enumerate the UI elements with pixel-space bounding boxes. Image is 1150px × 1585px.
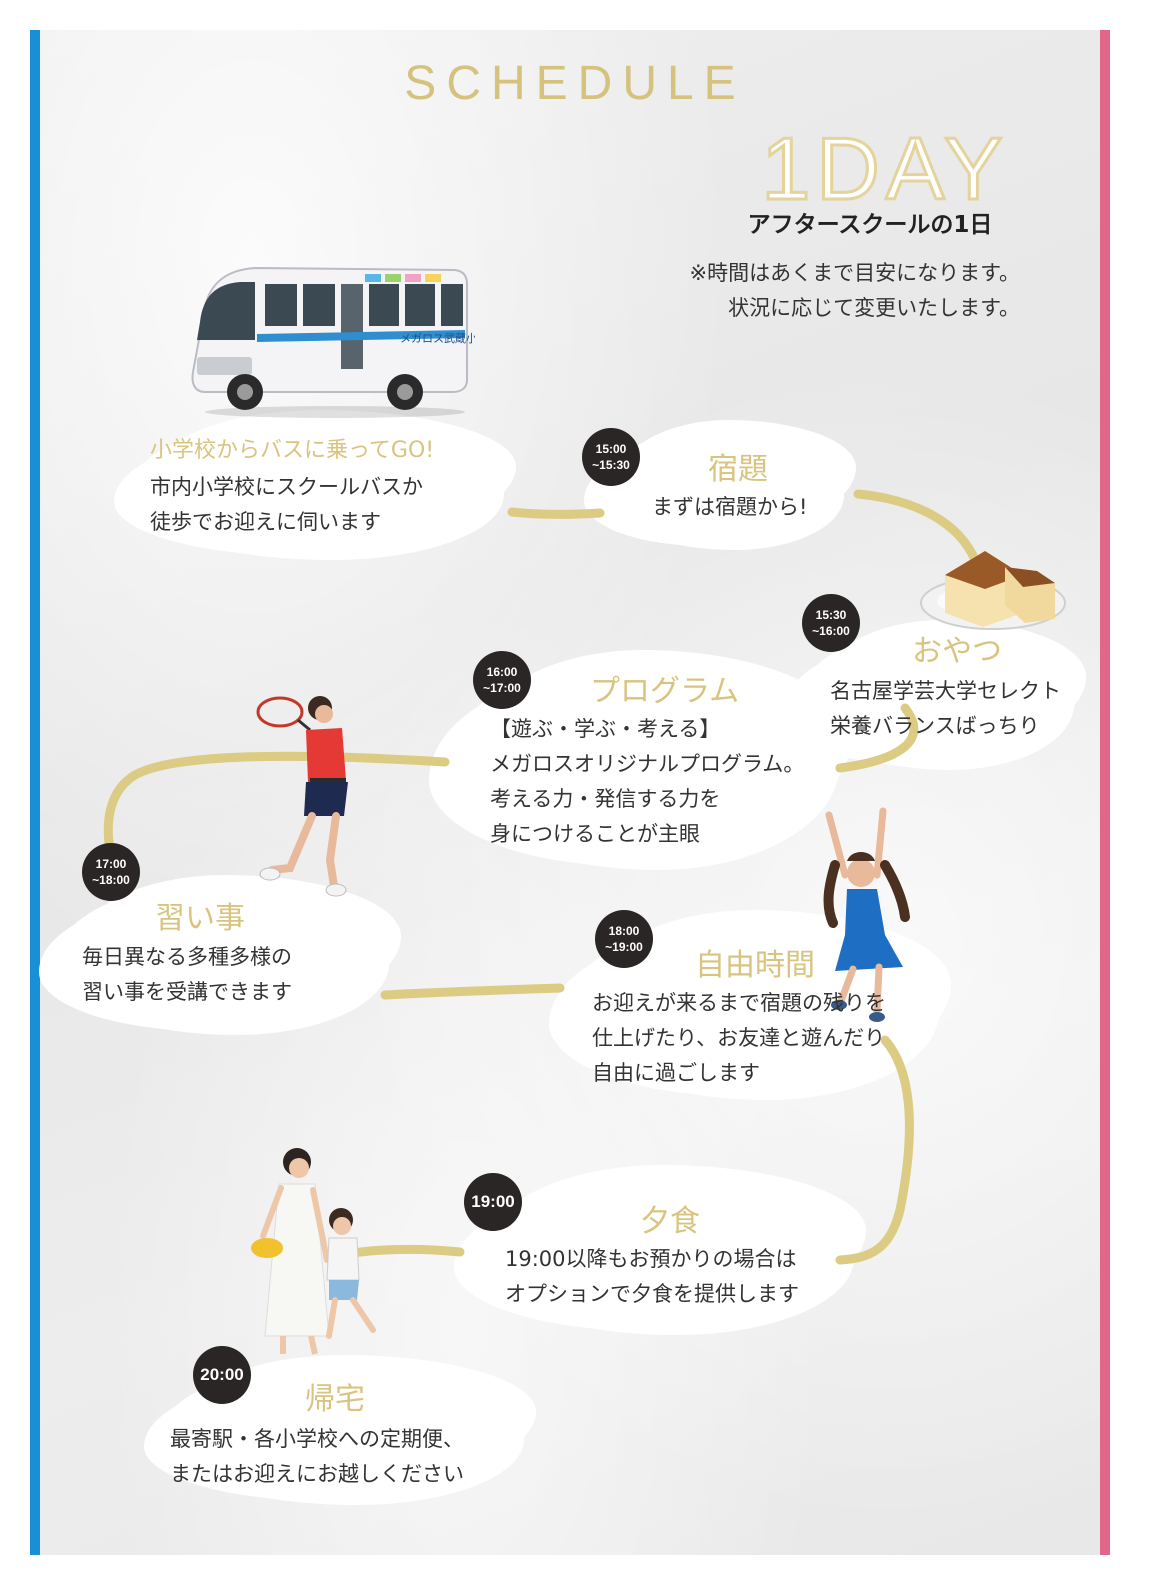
text-line: 考える力・発信する力を — [490, 787, 721, 811]
time-start: 15:30 — [815, 608, 847, 622]
time-end: ~15:30 — [592, 458, 630, 472]
text-line: 仕上げたり、お友達と遊んだり — [592, 1026, 886, 1050]
school-bus-image: メガロス武蔵小金井 — [191, 266, 475, 418]
time-start: 19:00 — [471, 1192, 515, 1211]
heading-free-time: 自由時間 — [695, 948, 815, 983]
mother-and-child-image — [251, 1148, 376, 1355]
cloud-snack — [800, 630, 1070, 760]
text-line: 名古屋学芸大学セレクト — [830, 679, 1061, 703]
text-free-time: お迎えが来るまで宿題の残りを 仕上げたり、お友達と遊んだり 自由に過ごします — [592, 986, 886, 1091]
text-line: 最寄駅・各小学校への定期便、 — [170, 1427, 464, 1451]
castella-cake-image — [920, 551, 1066, 630]
text-line: 毎日異なる多種多様の — [82, 945, 292, 969]
time-start: 17:00 — [95, 857, 127, 871]
trail-segment — [507, 507, 605, 519]
text-line: オプションで夕食を提供します — [505, 1282, 799, 1306]
right-accent-bar — [1100, 30, 1110, 1555]
text-line: まずは宿題から! — [652, 495, 808, 519]
text-program: 【遊ぶ・学ぶ・考える】 メガロスオリジナルプログラム。 考える力・発信する力を … — [490, 712, 804, 852]
time-end: ~18:00 — [92, 873, 130, 887]
cloud-homework — [600, 430, 840, 540]
page-title: SCHEDULE — [404, 57, 746, 110]
bus-description: 市内小学校にスクールバスか 徒歩でお迎えに伺います — [150, 470, 423, 540]
note-line: ※時間はあくまで目安になります。 — [689, 261, 1021, 285]
time-start: 15:00 — [595, 442, 627, 456]
text-snack: 名古屋学芸大学セレクト 栄養バランスばっちり — [830, 674, 1061, 744]
jumping-girl-image — [823, 807, 910, 1022]
text-line: 習い事を受講できます — [82, 980, 292, 1004]
trail-segment — [835, 703, 919, 773]
text-line: 【遊ぶ・学ぶ・考える】 — [490, 717, 721, 741]
trail-segment — [853, 489, 980, 565]
heading-homework: 宿題 — [708, 452, 768, 487]
trail-segment — [103, 751, 450, 855]
text-line: 市内小学校にスクールバスか — [150, 475, 423, 499]
text-go-home: 最寄駅・各小学校への定期便、 またはお迎えにお越しください — [170, 1422, 464, 1492]
text-dinner: 19:00以降もお預かりの場合は オプションで夕食を提供します — [505, 1242, 799, 1312]
one-day-label: 1DAY — [760, 118, 1009, 220]
time-start: 18:00 — [608, 924, 640, 938]
text-line: 19:00以降もお預かりの場合は — [505, 1247, 797, 1271]
text-line: 身につけることが主眼 — [490, 822, 700, 846]
cloud-lessons — [55, 885, 385, 1025]
text-line: 自由に過ごします — [592, 1061, 760, 1085]
text-line: お迎えが来るまで宿題の残りを — [592, 991, 886, 1015]
time-badge-homework: 15:00 ~15:30 — [582, 428, 640, 486]
text-lessons: 毎日異なる多種多様の 習い事を受講できます — [82, 940, 292, 1010]
heading-snack: おやつ — [912, 634, 1002, 669]
heading-lessons: 習い事 — [155, 901, 245, 936]
page-subtitle: アフタースクールの1日 — [747, 212, 993, 238]
heading-dinner: 夕食 — [640, 1204, 700, 1239]
left-accent-bar — [30, 30, 40, 1555]
text-line: 徒歩でお迎えに伺います — [150, 510, 381, 534]
text-line: 栄養バランスばっちり — [830, 714, 1040, 738]
schedule-note: ※時間はあくまで目安になります。 状況に応じて変更いたします。 — [600, 256, 1021, 326]
time-end: ~16:00 — [812, 624, 850, 638]
time-badge-snack: 15:30 ~16:00 — [802, 594, 860, 652]
cloud-dinner — [470, 1175, 850, 1325]
trail-segment — [835, 1035, 914, 1265]
text-line: またはお迎えにお越しください — [170, 1462, 464, 1486]
time-start: 16:00 — [486, 665, 518, 679]
bus-headline: 小学校からバスに乗ってGO! — [150, 438, 435, 463]
text-line: メガロスオリジナルプログラム。 — [490, 752, 805, 776]
cloud-bus — [130, 420, 500, 550]
note-line: 状況に応じて変更いたします。 — [728, 296, 1020, 320]
time-badge-dinner: 19:00 — [464, 1173, 522, 1231]
time-badge-free-time: 18:00 ~19:00 — [595, 910, 653, 968]
heading-program: プログラム — [590, 674, 740, 709]
trail-segment — [380, 983, 565, 1000]
time-start: 20:00 — [200, 1365, 244, 1384]
text-homework: まずは宿題から! — [652, 490, 807, 525]
time-end: ~19:00 — [605, 940, 643, 954]
tennis-girl-image — [256, 696, 348, 897]
heading-go-home: 帰宅 — [305, 1382, 365, 1417]
time-badge-program: 16:00 ~17:00 — [473, 651, 531, 709]
time-badge-go-home: 20:00 — [193, 1346, 251, 1404]
bus-side-text: メガロス武蔵小金井 — [400, 331, 475, 345]
time-badge-lessons: 17:00 ~18:00 — [82, 843, 140, 901]
time-end: ~17:00 — [483, 681, 521, 695]
